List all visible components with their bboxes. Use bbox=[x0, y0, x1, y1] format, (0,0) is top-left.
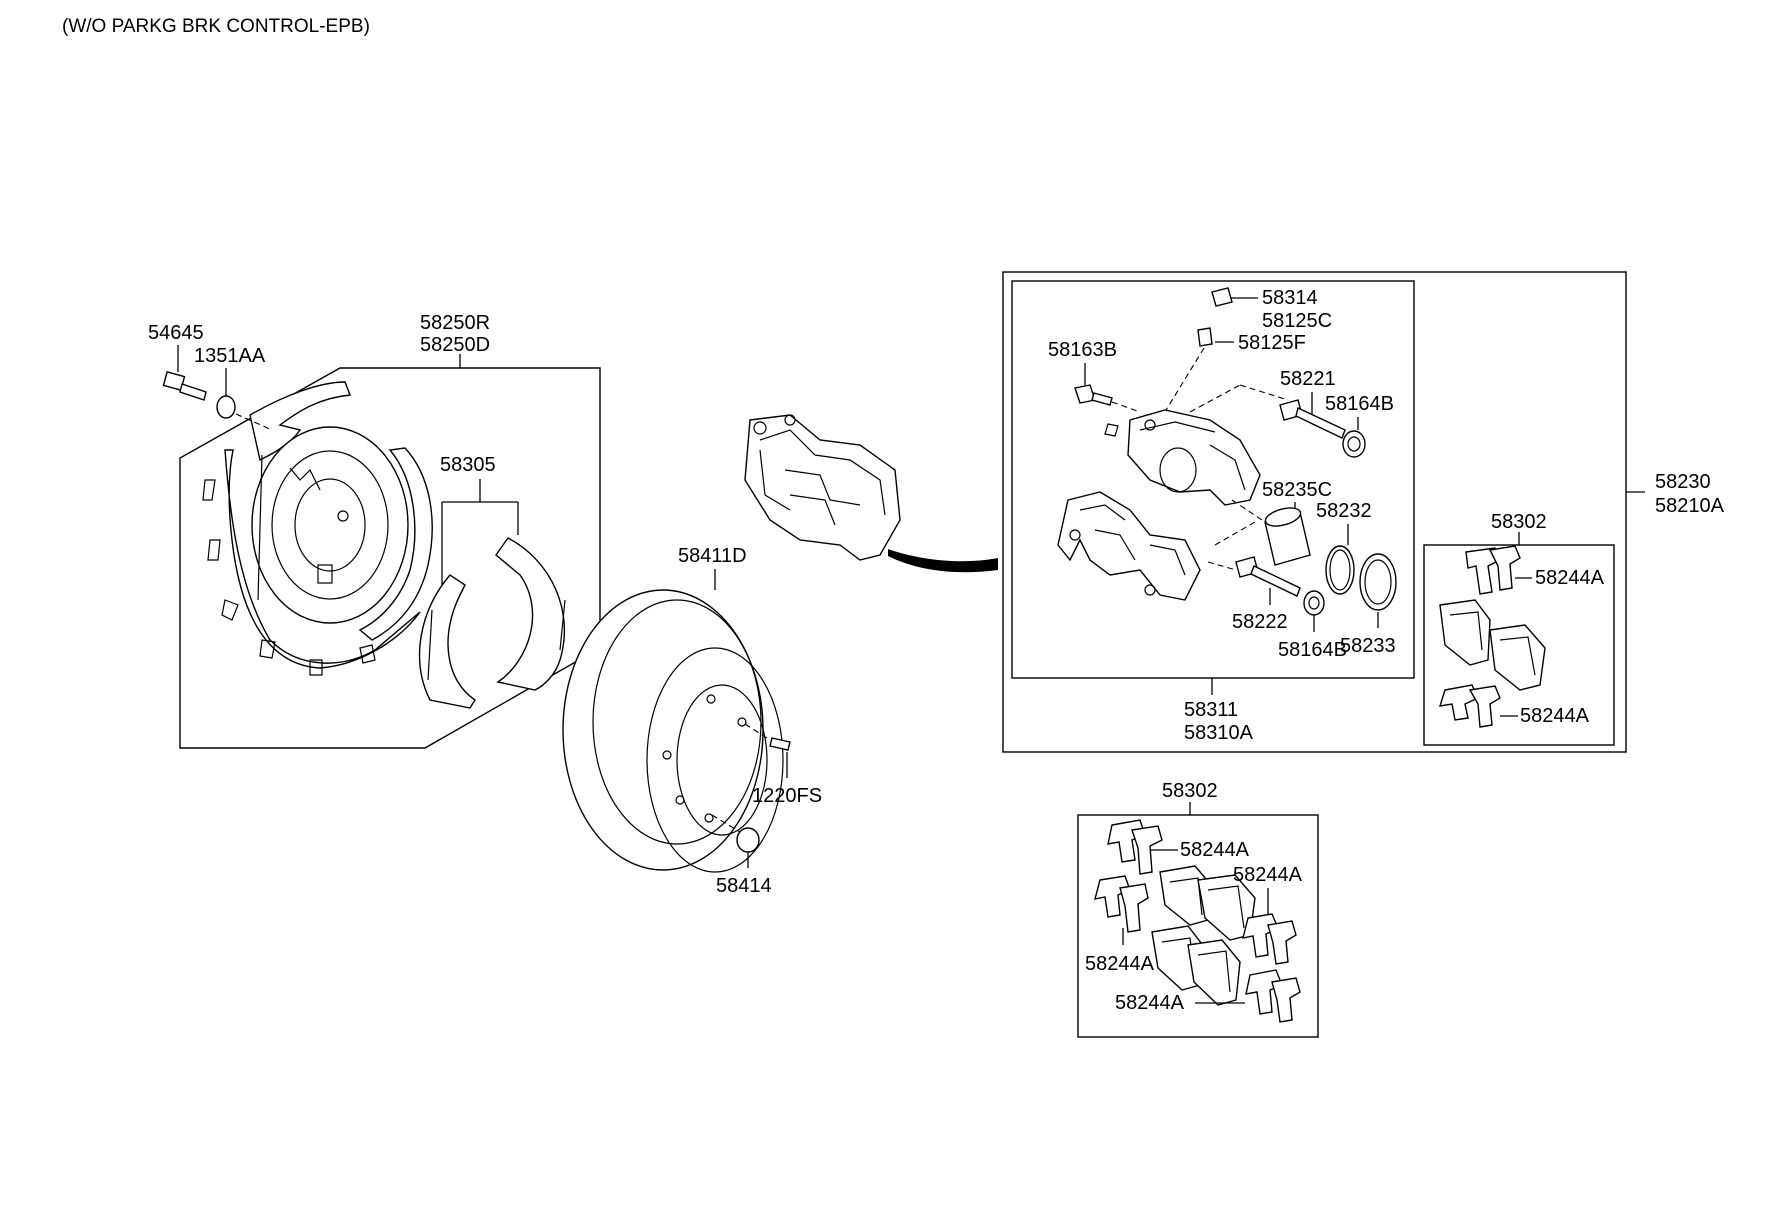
label-58244A-upper-2: 58244A bbox=[1520, 705, 1590, 727]
label-58250D: 58250D bbox=[420, 334, 490, 356]
clip-lower-2-icon bbox=[1094, 875, 1149, 933]
label-54645: 54645 bbox=[148, 322, 204, 344]
label-58232: 58232 bbox=[1316, 500, 1372, 522]
screw-icon bbox=[769, 737, 791, 751]
label-58125F: 58125F bbox=[1238, 332, 1306, 354]
caliper-assembly-icon bbox=[744, 414, 901, 561]
pin-boot-lower-icon bbox=[1303, 590, 1325, 616]
clip-lower-4-icon bbox=[1245, 969, 1301, 1023]
label-58244A-upper-1: 58244A bbox=[1535, 567, 1605, 589]
label-58411D: 58411D bbox=[678, 545, 747, 567]
caliper-kit-box bbox=[1002, 271, 1627, 753]
label-58250R: 58250R bbox=[420, 312, 490, 334]
brake-shoe-right-icon bbox=[495, 537, 566, 691]
piston-boot-icon bbox=[1359, 553, 1397, 611]
pad-kit-group-lower: 58302 58244A 58244A 58244A bbox=[1077, 780, 1319, 1038]
pad-kit-box-lower bbox=[1077, 814, 1319, 1038]
label-58305: 58305 bbox=[440, 454, 496, 476]
label-58221: 58221 bbox=[1280, 368, 1336, 390]
anti-rattle-clip-lower-icon bbox=[1438, 684, 1501, 728]
carrier-bracket-icon bbox=[1057, 491, 1201, 601]
caliper-housing-icon bbox=[1127, 409, 1261, 506]
backing-plate-box bbox=[179, 367, 601, 749]
brake-pad-lower-2-icon bbox=[1151, 925, 1241, 1006]
label-58302-lower: 58302 bbox=[1162, 780, 1218, 802]
label-58244A-lower-1: 58244A bbox=[1180, 839, 1250, 861]
washer-icon bbox=[216, 395, 236, 419]
label-58310A: 58310A bbox=[1184, 722, 1254, 744]
label-58230: 58230 bbox=[1655, 471, 1711, 493]
backing-plate-icon bbox=[202, 381, 433, 676]
brake-pad-lower-1-icon bbox=[1159, 865, 1256, 941]
label-58244A-lower-3: 58244A bbox=[1233, 864, 1303, 886]
bolt-icon bbox=[162, 371, 207, 401]
label-58244A-lower-2: 58244A bbox=[1085, 953, 1155, 975]
clip-lower-1-icon bbox=[1107, 819, 1163, 875]
brake-shoe-left-icon bbox=[418, 574, 476, 709]
piston-icon bbox=[1264, 507, 1311, 566]
brake-rotor-icon bbox=[562, 589, 784, 873]
bleeder-screw-icon bbox=[1197, 327, 1213, 347]
label-58233: 58233 bbox=[1340, 635, 1396, 657]
clip-lower-3-icon bbox=[1242, 913, 1297, 965]
label-58302-upper: 58302 bbox=[1491, 511, 1547, 533]
caliper-body-box bbox=[1011, 280, 1415, 679]
label-1220FS: 1220FS bbox=[752, 785, 822, 807]
label-58164B-bottom: 58164B bbox=[1278, 639, 1347, 661]
label-58311: 58311 bbox=[1184, 699, 1238, 721]
anti-rattle-clip-upper-icon bbox=[1465, 545, 1521, 595]
label-1351AA: 1351AA bbox=[194, 345, 266, 367]
label-58163B: 58163B bbox=[1048, 339, 1117, 361]
label-58222: 58222 bbox=[1232, 611, 1288, 633]
rotor-group: 58411D 1220FS 58414 bbox=[562, 545, 822, 897]
diagram-title: (W/O PARKG BRK CONTROL-EPB) bbox=[62, 16, 370, 37]
label-58414: 58414 bbox=[716, 875, 772, 897]
label-58235C: 58235C bbox=[1262, 479, 1332, 501]
label-58210A: 58210A bbox=[1655, 495, 1725, 517]
callout-arrow bbox=[888, 549, 998, 573]
caliper-kit-group: 58230 58210A 58311 58310A 58314 58125C 5… bbox=[1002, 271, 1725, 753]
pin-boot-upper-icon bbox=[1342, 430, 1366, 458]
backing-plate-group: 58250R 58250D 54645 bbox=[148, 312, 601, 749]
plug-icon bbox=[736, 827, 760, 853]
brake-pad-upper-icon bbox=[1439, 599, 1546, 691]
label-58314: 58314 bbox=[1262, 287, 1318, 309]
piston-seal-icon bbox=[1325, 545, 1355, 595]
label-58125C: 58125C bbox=[1262, 310, 1332, 332]
label-58244A-lower-4: 58244A bbox=[1115, 992, 1185, 1014]
dust-cap-icon bbox=[1211, 287, 1233, 307]
label-58164B-top: 58164B bbox=[1325, 393, 1394, 415]
